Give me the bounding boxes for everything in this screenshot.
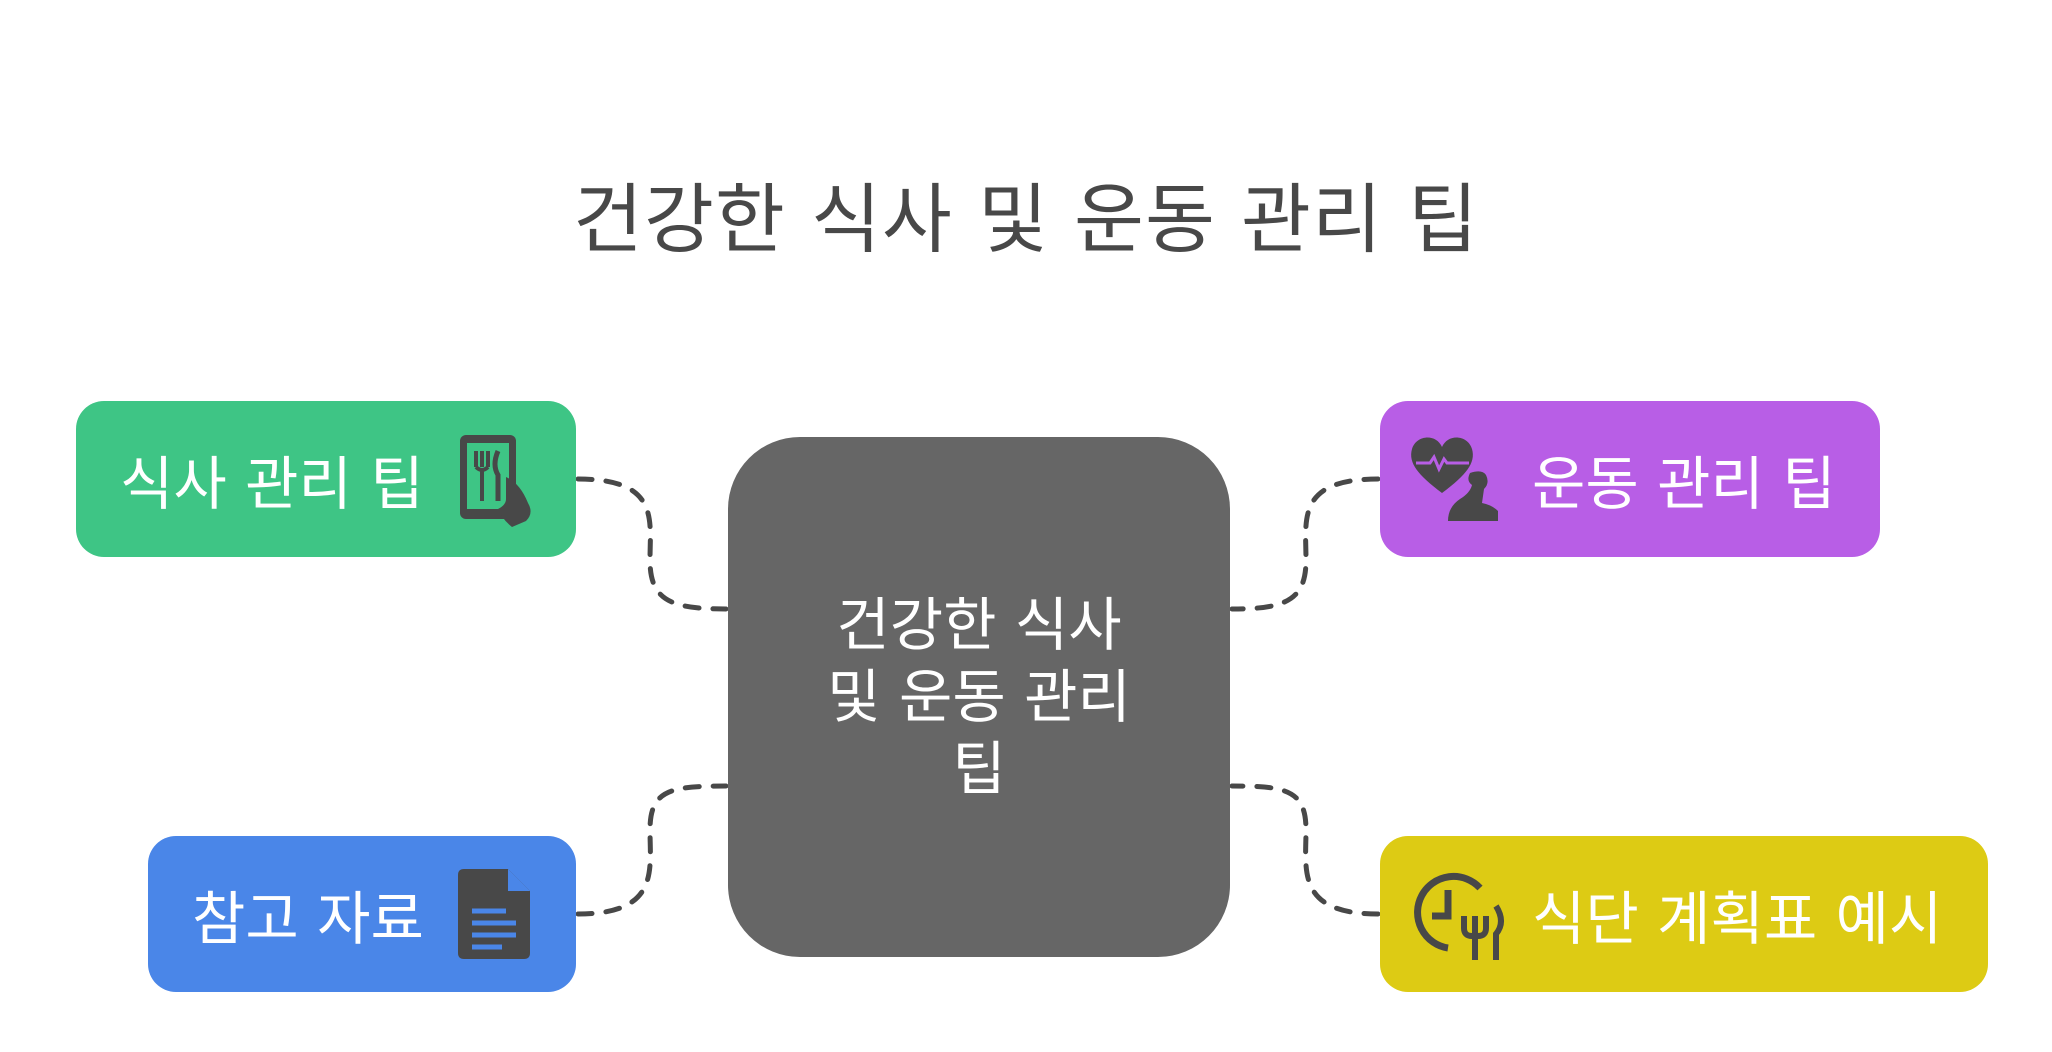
- node-meal-plan-example[interactable]: 식단 계획표 예시: [1380, 836, 1988, 992]
- heart-muscle-icon: [1408, 433, 1504, 525]
- connector-references: [575, 783, 729, 917]
- clock-fork-icon: [1410, 866, 1506, 962]
- node-references[interactable]: 참고 자료: [148, 836, 576, 992]
- node-meal-plan-example-label: 식단 계획표 예시: [1532, 885, 1943, 953]
- central-topic-box[interactable]: 건강한 식사 및 운동 관리 팁: [728, 437, 1230, 957]
- node-diet-tips[interactable]: 식사 관리 팁: [76, 401, 576, 557]
- tablet-cutlery-icon: [456, 431, 542, 527]
- node-references-label: 참고 자료: [192, 885, 424, 953]
- connector-exercise: [1229, 476, 1381, 612]
- diagram-title: 건강한 식사 및 운동 관리 팁: [573, 175, 1479, 264]
- node-exercise-tips-label: 운동 관리 팁: [1532, 450, 1836, 518]
- connector-meal-plan: [1229, 783, 1381, 917]
- central-topic-label: 건강한 식사 및 운동 관리 팁: [827, 591, 1131, 803]
- connector-diet: [575, 476, 729, 612]
- document-icon: [456, 867, 534, 961]
- node-diet-tips-label: 식사 관리 팁: [120, 450, 424, 518]
- node-exercise-tips[interactable]: 운동 관리 팁: [1380, 401, 1880, 557]
